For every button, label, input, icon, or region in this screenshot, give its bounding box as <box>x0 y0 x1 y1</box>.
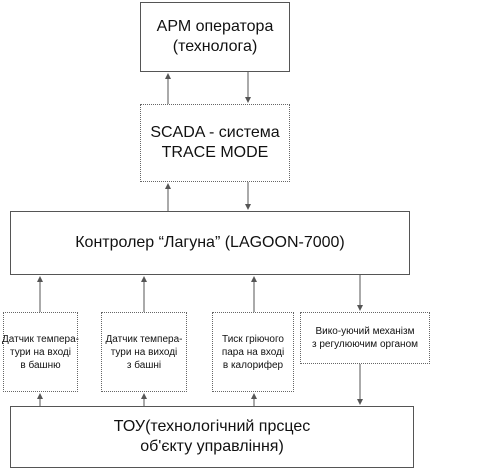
control-object-line-1: ТОУ(технологічний прсцес <box>113 418 311 435</box>
controller-label: Контролер “Лагуна” (LAGOON-7000) <box>75 234 345 251</box>
sensor-steam-pressure-line-2: пара на вході <box>221 346 285 358</box>
sensor-temp-outlet-line-3: з башні <box>126 359 162 371</box>
actuator-box: Вико-уючий механізм з регулюючим органом <box>300 312 430 364</box>
sensor-temp-inlet-box: Датчик темпера- тури на вході в башню <box>2 312 79 392</box>
sensor-temp-inlet-line-3: в башню <box>20 359 61 371</box>
scada-system-line-1: SCADA - система <box>150 124 280 141</box>
sensor-temp-inlet-line-1: Датчик темпера- <box>2 333 79 345</box>
actuator-line-2: з регулюючим органом <box>311 339 419 350</box>
sensor-temp-outlet-box: Датчик темпера- тури на виході з башні <box>101 312 187 392</box>
operator-workstation-line-1: АРМ оператора <box>156 18 274 35</box>
operator-workstation-line-2: (технолога) <box>172 38 258 55</box>
sensor-steam-pressure-line-1: Тиск гріючого <box>222 333 284 345</box>
sensor-steam-pressure-line-3: в калорифер <box>222 359 284 371</box>
control-object-line-2: об'єкту управління) <box>140 438 284 455</box>
sensor-steam-pressure-box: Тиск гріючого пара на вході в калорифер <box>212 312 294 392</box>
control-object-box: ТОУ(технологічний прсцес об'єкту управлі… <box>10 406 414 468</box>
scada-system-line-2: TRACE MODE <box>161 144 269 161</box>
actuator-line-1: Вико-уючий механізм <box>315 326 415 337</box>
operator-workstation-box: АРМ оператора (технолога) <box>140 2 290 72</box>
controller-box: Контролер “Лагуна” (LAGOON-7000) <box>10 211 410 275</box>
scada-system-box: SCADA - система TRACE MODE <box>140 104 290 182</box>
sensor-temp-inlet-line-2: тури на вході <box>10 346 71 358</box>
sensor-temp-outlet-line-2: тури на виході <box>110 346 178 358</box>
sensor-temp-outlet-line-1: Датчик темпера- <box>105 333 183 345</box>
